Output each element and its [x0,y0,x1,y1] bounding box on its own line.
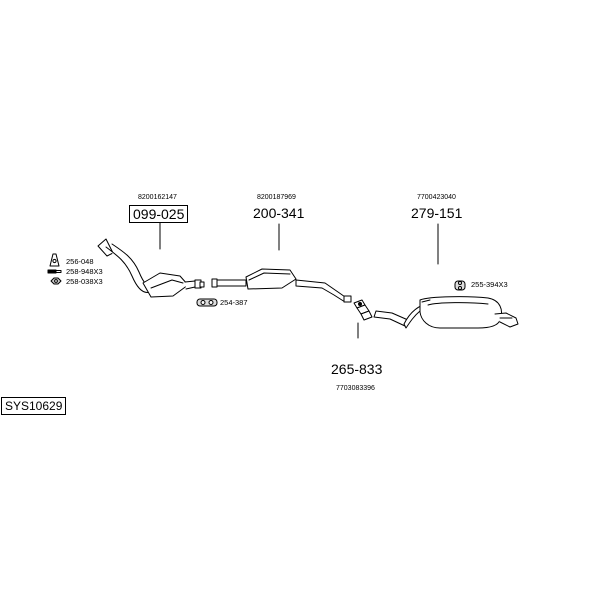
middle-pipe-catalyst [211,268,352,303]
accessory-label-clamp[interactable]: 254-387 [220,298,248,307]
oem-number: 8200187969 [257,194,296,201]
oem-number: 7700423040 [417,194,456,201]
part-number[interactable]: 265-833 [331,361,383,377]
gasket-icon [49,253,60,267]
connector-pipe [353,299,373,321]
accessory-label-bolt[interactable]: 258-948X3 [66,267,103,276]
accessory-label-hanger[interactable]: 255-394X3 [471,280,508,289]
system-code: SYS10629 [1,397,67,415]
part-number[interactable]: 279-151 [411,205,463,221]
accessory-label-nut[interactable]: 258-038X3 [66,277,103,286]
accessory-label-gasket[interactable]: 256-048 [66,257,94,266]
part-number[interactable]: 099-025 [129,205,189,223]
part-number[interactable]: 200-341 [253,205,305,221]
front-pipe-catalyst [97,238,205,298]
bolt-icon [47,269,62,274]
oem-number: 8200162147 [138,194,177,201]
rear-silencer [373,296,519,329]
leader-lines [159,221,439,339]
hanger-icon [454,280,466,291]
nut-icon [50,277,62,285]
clamp-icon [196,298,218,307]
oem-number: 7703083396 [336,385,375,392]
